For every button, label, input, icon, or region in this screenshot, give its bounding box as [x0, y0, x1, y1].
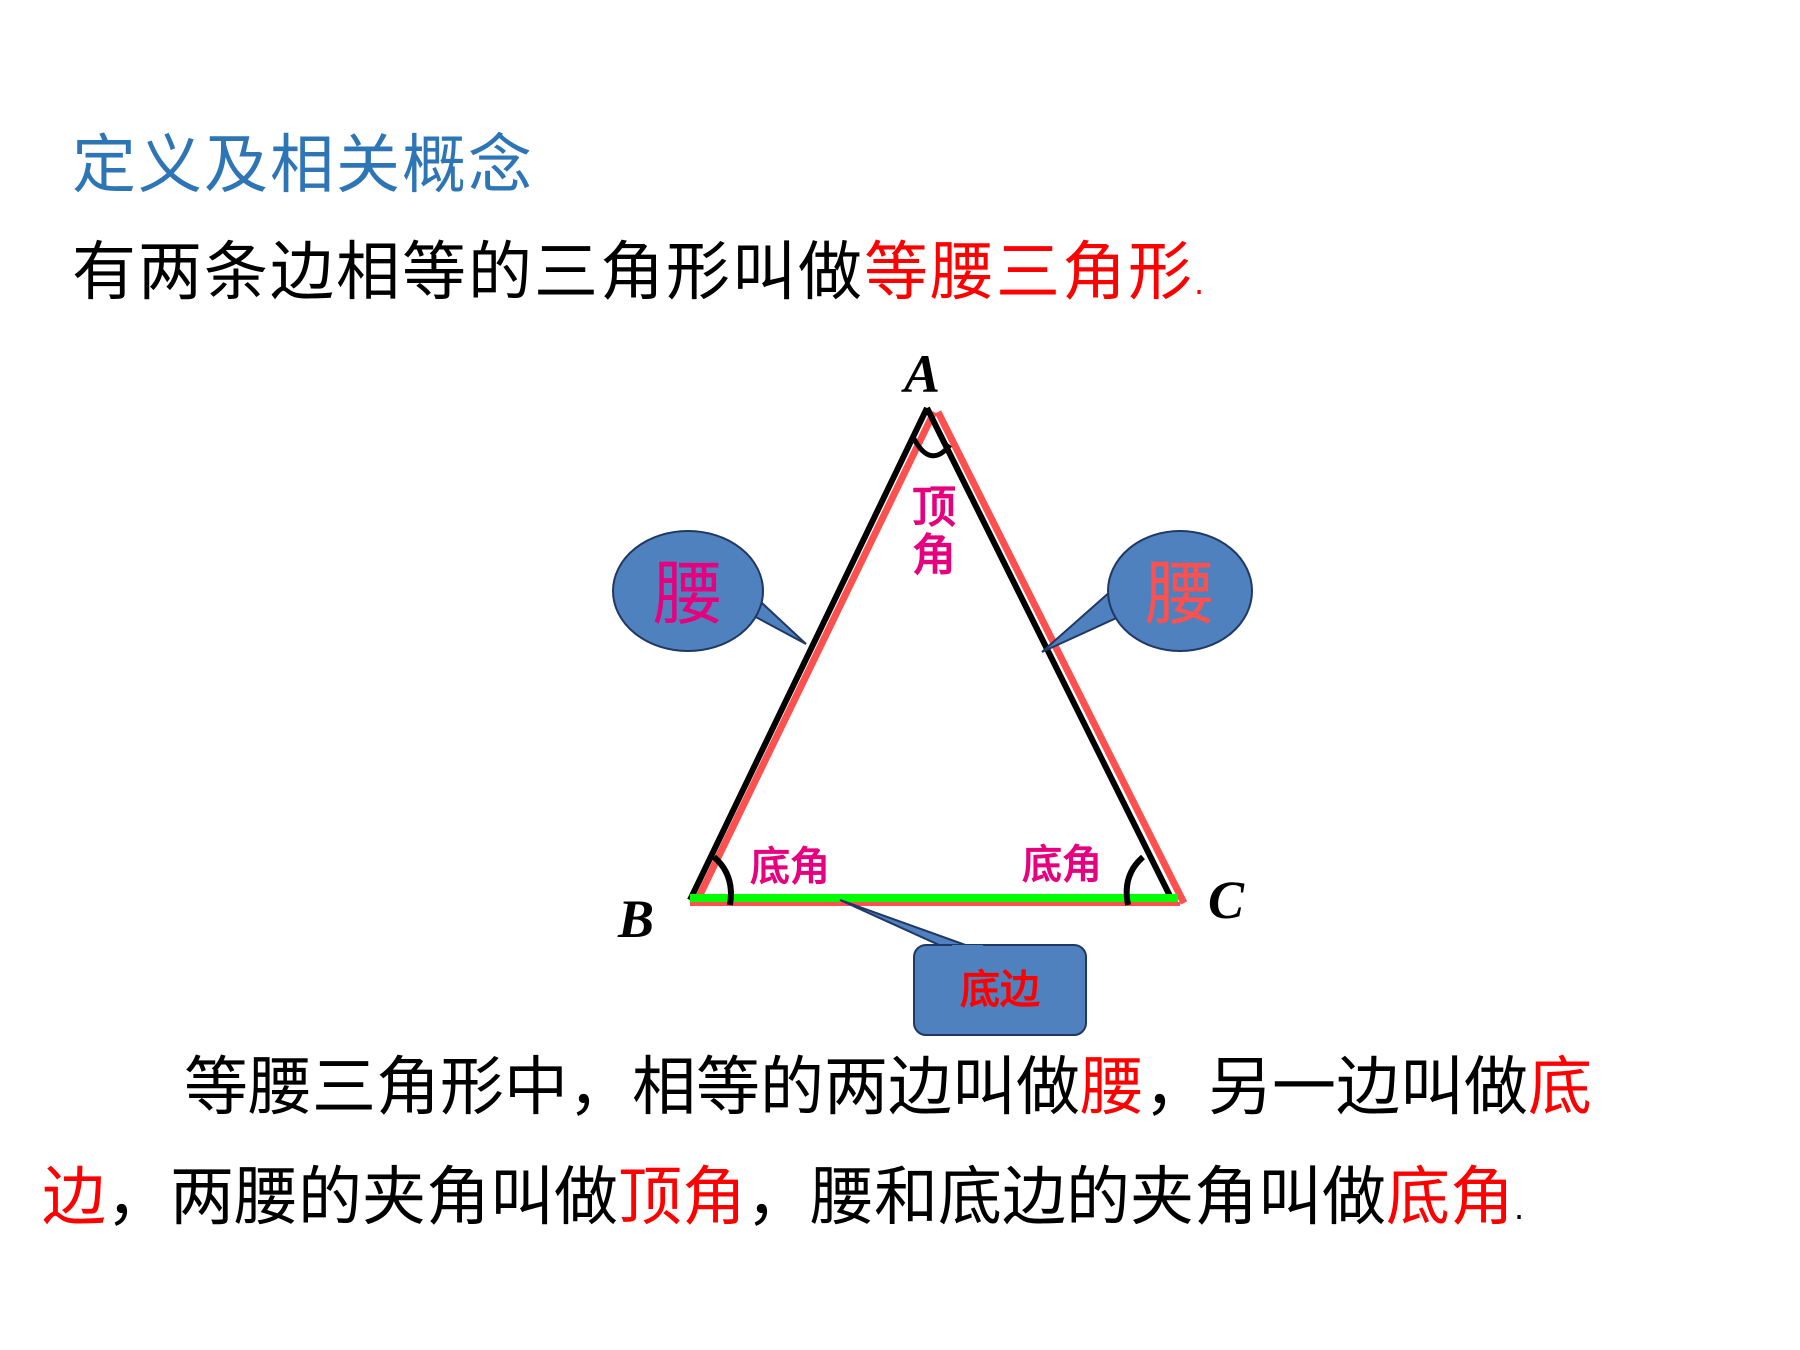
explanation-period: . [1514, 1189, 1525, 1227]
leg-callout-left: 腰 [612, 530, 807, 652]
side-ab [687, 406, 930, 902]
explanation-text: 等腰三角形中，相等的两边叫做 [184, 1051, 1080, 1125]
definition-period: . [1194, 264, 1207, 302]
explanation-line-2: 边，两腰的夹角叫做顶角，腰和底边的夹角叫做底角. [42, 1160, 1762, 1237]
section-heading: 定义及相关概念 [72, 128, 534, 205]
explanation-text: ，腰和底边的夹角叫做 [746, 1161, 1386, 1235]
term-base-part-1: 底 [1528, 1051, 1592, 1125]
definition-text: 有两条边相等的三角形叫做 [72, 236, 864, 310]
leg-callout-right-bubble [1107, 530, 1253, 652]
vertex-b-label: B [617, 889, 654, 949]
term-leg: 腰 [1080, 1051, 1144, 1125]
base-callout-box [913, 944, 1087, 1036]
vertex-a-label: A [901, 344, 940, 404]
leg-callout-left-bubble [612, 530, 764, 652]
apex-angle-label-1: 顶 [912, 482, 956, 533]
definition-term: 等腰三角形 [864, 236, 1194, 310]
leg-callout-right-text: 腰 [1145, 553, 1215, 635]
base-angle-arc-b [711, 854, 734, 906]
leg-left-highlight [692, 410, 938, 905]
leg-callout-right: 腰 [1041, 530, 1253, 653]
definition-line: 有两条边相等的三角形叫做等腰三角形. [72, 235, 1206, 312]
base-angle-label-b: 底角 [750, 844, 830, 890]
vertex-c-label: C [1208, 870, 1245, 930]
term-apex-angle: 顶角 [618, 1161, 746, 1235]
apex-angle-label-2: 角 [912, 530, 956, 581]
side-ac [924, 406, 1175, 902]
base-angle-arc-c [1123, 854, 1146, 906]
leg-callout-left-text: 腰 [653, 553, 723, 635]
base-angle-label-c: 底角 [1022, 842, 1102, 888]
leg-right-highlight [934, 410, 1188, 905]
base-callout: 底边 [839, 899, 1087, 1036]
explanation-text: ，另一边叫做 [1144, 1051, 1528, 1125]
explanation-text: ，两腰的夹角叫做 [106, 1161, 618, 1235]
explanation-line-1: 等腰三角形中，相等的两边叫做腰，另一边叫做底 [42, 1050, 1762, 1127]
base-callout-text: 底边 [960, 967, 1041, 1013]
term-base-angle: 底角 [1386, 1161, 1514, 1235]
term-base-part-2: 边 [42, 1161, 106, 1235]
section-heading-text: 定义及相关概念 [72, 129, 534, 203]
apex-angle-arc [910, 435, 952, 459]
